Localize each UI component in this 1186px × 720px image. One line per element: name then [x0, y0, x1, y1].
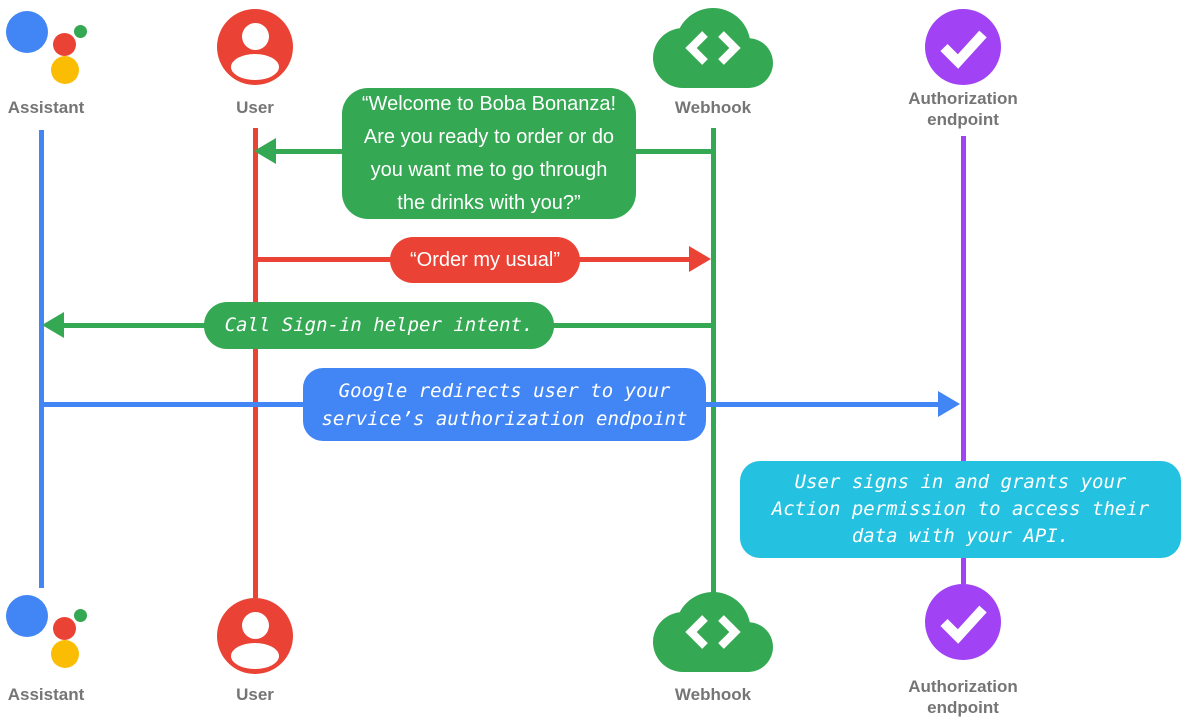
assistant-logo-icon-bottom	[0, 584, 90, 674]
auth-endpoint-icon-top	[925, 9, 1001, 85]
user-label-bottom: User	[236, 685, 274, 704]
assistant-logo-icon-top	[0, 0, 90, 90]
person-shoulders-shape	[231, 643, 279, 669]
assistant-logo-yellow-circle	[51, 640, 79, 668]
checkmark-icon	[940, 605, 987, 644]
auth-endpoint-lifeline	[961, 136, 966, 584]
cloud-shape	[653, 8, 773, 88]
welcome-arrowhead-icon	[254, 138, 276, 164]
welcome-message-bubble: “Welcome to Boba Bonanza! Are you ready …	[342, 88, 636, 219]
code-brackets-glyph	[685, 615, 741, 649]
person-head-shape	[242, 612, 269, 639]
assistant-logo-green-dot	[74, 25, 87, 38]
signin-message-bubble: Call Sign-in helper intent.	[204, 302, 554, 349]
code-brackets-glyph	[685, 31, 741, 65]
webhook-label-bottom: Webhook	[674, 685, 752, 704]
assistant-label-top: Assistant	[7, 98, 85, 117]
assistant-logo-red-circle	[53, 617, 76, 640]
user-label-top: User	[236, 98, 274, 117]
cloud-shape	[653, 592, 773, 672]
person-head-shape	[242, 23, 269, 50]
assistant-logo-blue-circle	[6, 595, 48, 637]
order-message-bubble: “Order my usual”	[390, 237, 580, 283]
webhook-cloud-icon-bottom	[653, 592, 773, 672]
auth-endpoint-icon-bottom	[925, 584, 1001, 660]
user-lifeline	[253, 128, 258, 598]
assistant-label-bottom: Assistant	[7, 685, 85, 704]
auth-endpoint-label-bottom: Authorization endpoint	[908, 677, 1018, 717]
grant-note-bubble: User signs in and grants your Action per…	[740, 461, 1181, 558]
signin-arrowhead-icon	[42, 312, 64, 338]
assistant-lifeline	[39, 130, 44, 588]
user-person-icon-bottom	[217, 598, 293, 674]
webhook-lifeline	[711, 128, 716, 594]
redirect-message-bubble: Google redirects user to your service’s …	[303, 368, 706, 441]
webhook-label-top: Webhook	[674, 98, 752, 117]
redirect-arrowhead-icon	[938, 391, 960, 417]
assistant-logo-yellow-circle	[51, 56, 79, 84]
order-arrowhead-icon	[689, 246, 711, 272]
webhook-cloud-icon-top	[653, 8, 773, 88]
user-person-icon-top	[217, 9, 293, 85]
auth-endpoint-label-top: Authorization endpoint	[908, 89, 1018, 129]
assistant-logo-red-circle	[53, 33, 76, 56]
person-shoulders-shape	[231, 54, 279, 80]
assistant-logo-green-dot	[74, 609, 87, 622]
checkmark-icon	[940, 30, 987, 69]
assistant-logo-blue-circle	[6, 11, 48, 53]
